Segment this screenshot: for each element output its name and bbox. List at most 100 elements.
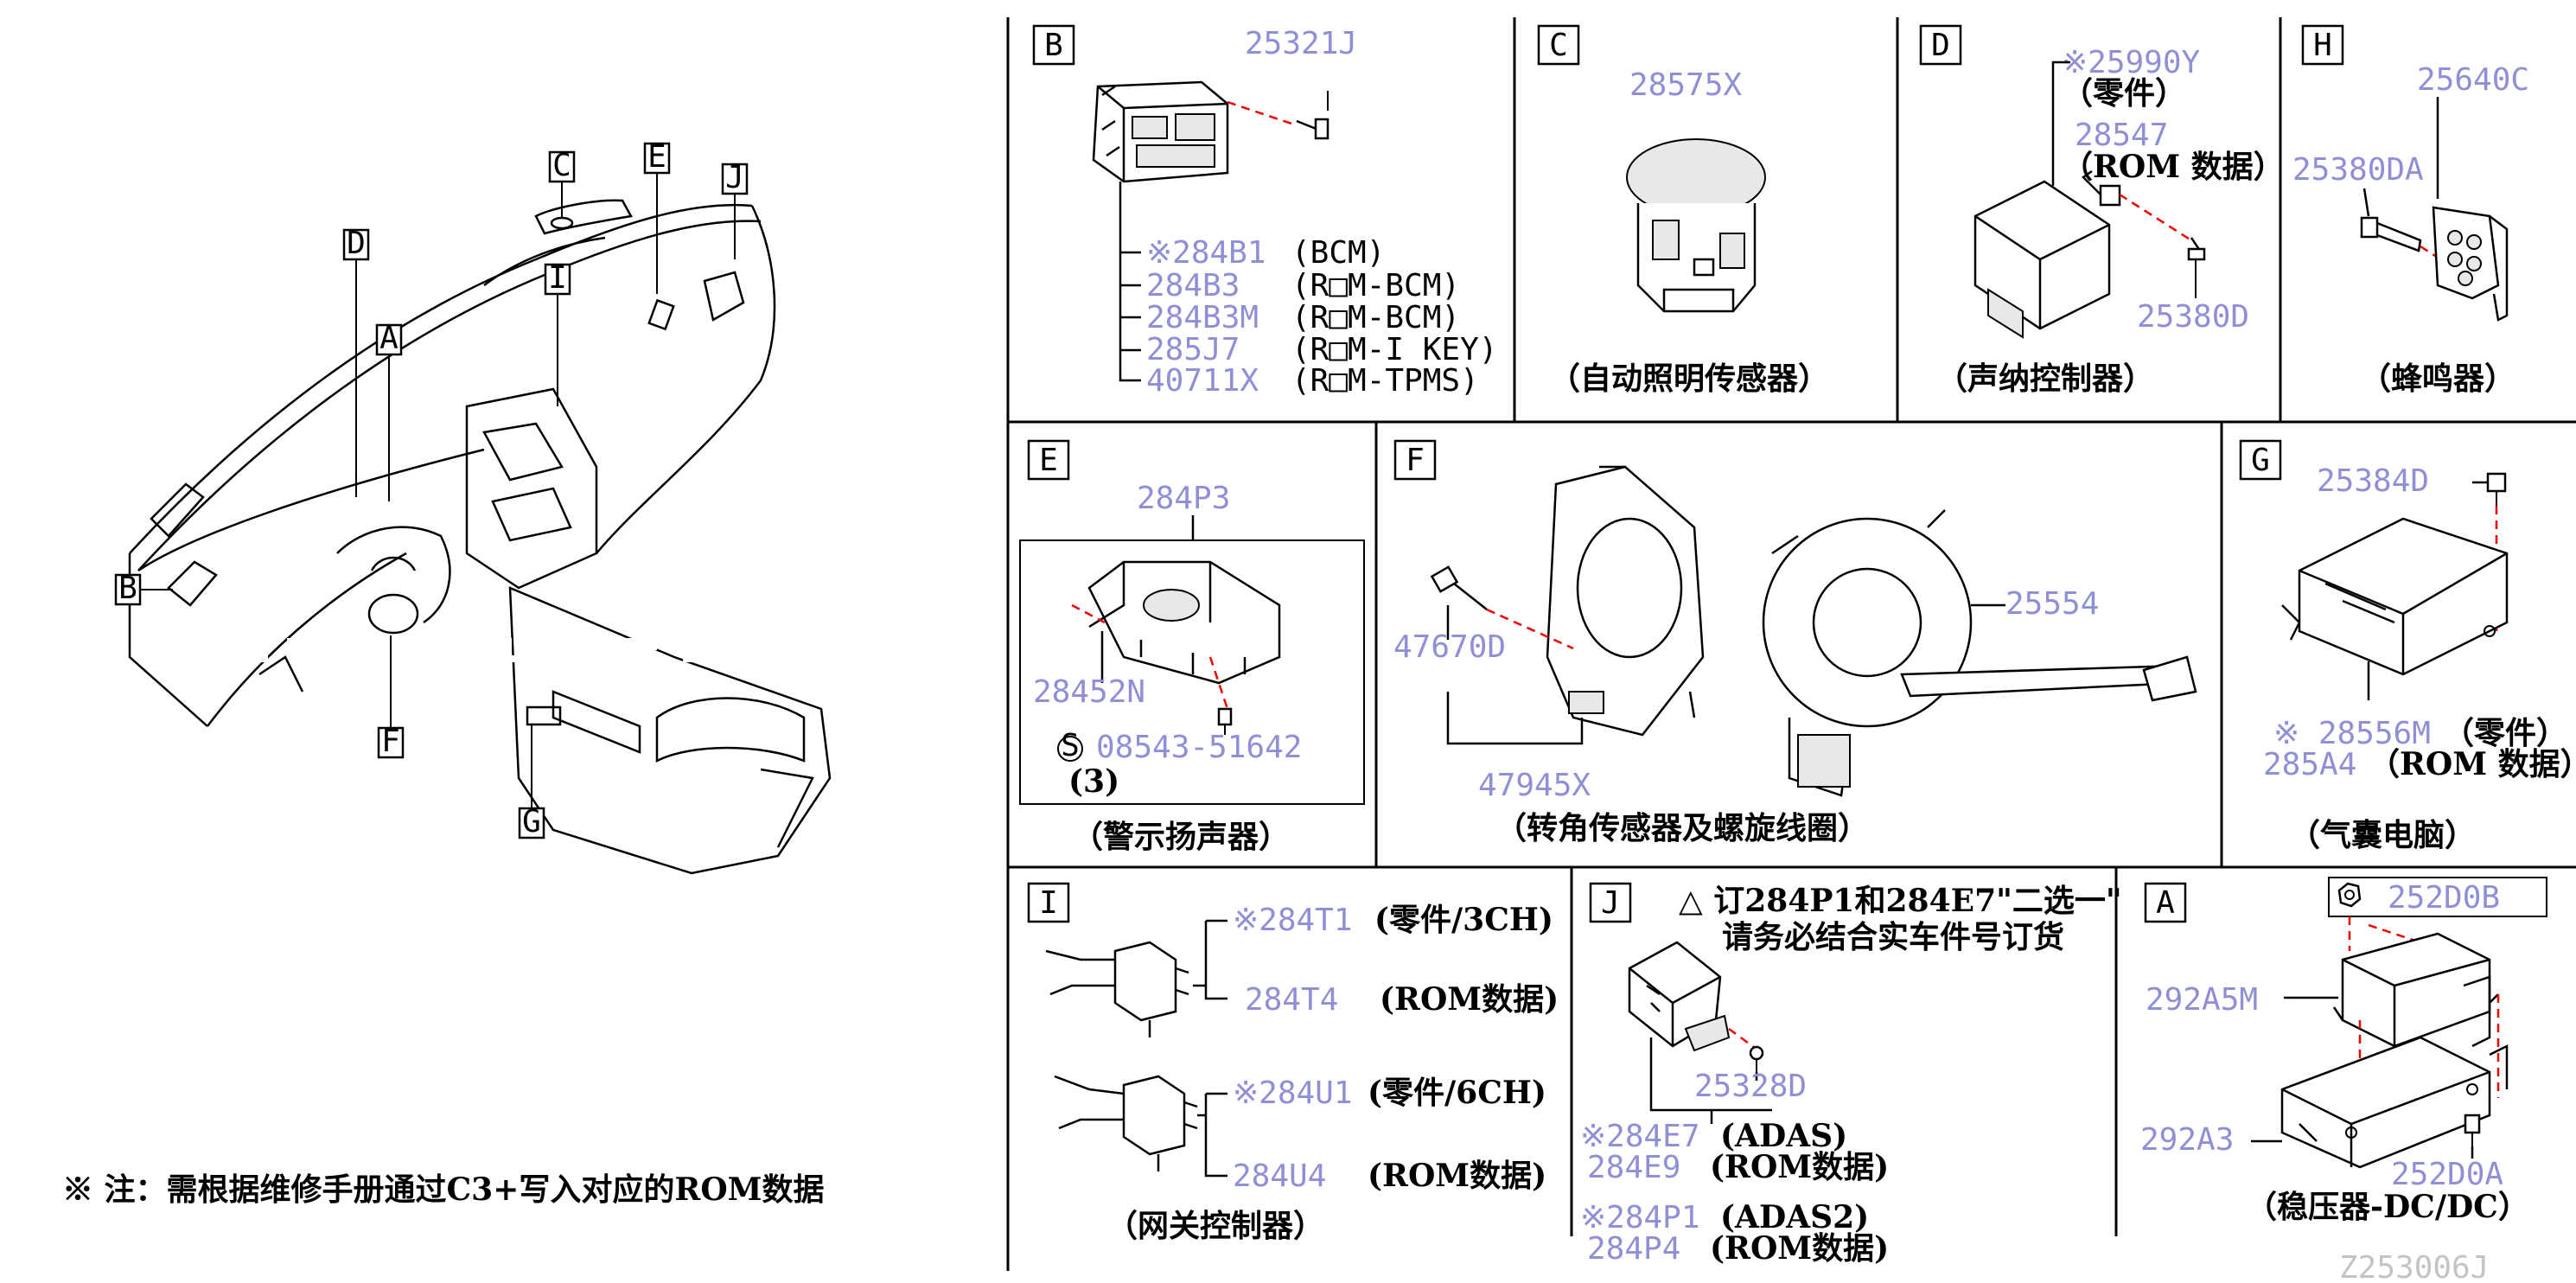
panel-i-pn2[interactable]: 284T4 (1245, 982, 1338, 1018)
nut-drawing (2337, 882, 2362, 908)
panel-b-letter: B (1044, 28, 1063, 63)
panel-i: I ※284T1 (零件/3CH) 284T4 (ROM数据) ※284U1 (… (1027, 882, 1559, 1244)
panel-c: C 28575X （自动照明传感器） (1537, 24, 1829, 397)
svg-text:(R□M-BCM): (R□M-BCM) (1291, 268, 1460, 303)
overview-label-c[interactable]: C (548, 148, 576, 218)
panel-j-pn5[interactable]: 284P4 (1587, 1231, 1680, 1267)
panel-j-desc3: (ROM数据) (1710, 1149, 1889, 1185)
panel-a-letter: A (2156, 885, 2175, 921)
panel-c-pn[interactable]: 28575X (1629, 67, 1742, 103)
svg-text:F: F (381, 724, 400, 759)
panel-b-row-0[interactable]: ※284B1 (BCM) (1146, 235, 1385, 271)
panel-i-pn1[interactable]: ※284T1 (1233, 903, 1353, 938)
svg-text:G: G (522, 804, 541, 839)
panel-e-pn2[interactable]: 28452N (1033, 674, 1145, 710)
panel-j-pn4[interactable]: ※284P1 (1580, 1200, 1700, 1235)
panel-j: J △ 订284P1和284E7"二选一" 请务必结合实车件号订货 25328D… (1580, 882, 2122, 1267)
svg-text:(BCM): (BCM) (1291, 235, 1385, 271)
panel-a-pn2[interactable]: 292A5M (2146, 982, 2258, 1018)
svg-text:E: E (647, 139, 666, 175)
panel-h: H 25640C 25380DA （蜂鸣器） (2292, 24, 2529, 397)
panel-a-pn1[interactable]: 252D0B (2388, 880, 2500, 916)
svg-text:J: J (725, 160, 744, 195)
panel-i-letter: I (1039, 885, 1058, 921)
bracket-bolt-drawing (2464, 1114, 2481, 1146)
airbag-bolt-drawing (2486, 472, 2507, 506)
panel-i-caption: （网关控制器） (1106, 1208, 1324, 1244)
panel-j-pn1[interactable]: 25328D (1694, 1069, 1807, 1104)
sensor-screw-drawing (1430, 565, 1488, 610)
adas-bolt-drawing (1749, 1045, 1764, 1072)
overview-label-b[interactable]: B (114, 571, 173, 606)
panel-b-row-3[interactable]: 285J7 (R□M-I KEY) (1146, 332, 1497, 367)
panel-j-pn3[interactable]: 284E9 (1587, 1150, 1680, 1185)
panel-j-letter: J (1601, 885, 1620, 921)
panel-h-pn1[interactable]: 25640C (2417, 62, 2529, 98)
panel-e-letter: E (1039, 443, 1058, 478)
svg-text:284B3M: 284B3M (1146, 300, 1259, 335)
panel-f-pn3[interactable]: 47670D (1393, 629, 1506, 665)
airbag-ecu-drawing (2281, 517, 2509, 676)
panel-g-pn1[interactable]: 25384D (2317, 463, 2429, 499)
spiral-cable-drawing (1762, 509, 2197, 797)
panel-h-caption: （蜂鸣器） (2360, 361, 2515, 397)
panel-f-letter: F (1406, 443, 1425, 478)
sonar-controller-drawing (1973, 169, 2121, 339)
panel-j-pn2[interactable]: ※284E7 (1580, 1119, 1700, 1154)
gateway-6ch-drawing (1054, 1075, 1198, 1171)
overview-label-d[interactable]: D (342, 226, 370, 497)
panel-f-pn2[interactable]: 47945X (1478, 768, 1591, 803)
panel-h-pn2[interactable]: 25380DA (2292, 152, 2424, 188)
panel-d-desc2: （ROM 数据） (2062, 149, 2285, 185)
overview-label-f[interactable]: F (377, 635, 405, 759)
overview-label-g[interactable]: G (518, 724, 545, 839)
overview-label-a[interactable]: A (375, 321, 403, 501)
panel-f-pn1[interactable]: 25554 (2005, 586, 2099, 622)
overview-label-e[interactable]: E (643, 139, 671, 294)
panel-a-caption: （稳压器-DC/DC） (2246, 1189, 2529, 1225)
svg-text:A: A (379, 321, 399, 356)
panel-d-pn3[interactable]: 25380D (2137, 299, 2249, 335)
speaker-screw-drawing (1217, 707, 1233, 735)
panel-f: F 47670D 25554 47945X （转角传感器及螺旋线圈） (1393, 439, 2197, 846)
panel-g-caption: （气囊电脑） (2289, 817, 2476, 853)
panel-e-pn3[interactable]: 08543-51642 (1096, 730, 1302, 765)
svg-text:285J7: 285J7 (1146, 332, 1240, 367)
bcm-module-drawing (1092, 80, 1229, 183)
panel-g-letter: G (2251, 443, 2270, 478)
light-sensor-drawing (1626, 138, 1766, 313)
overview-label-i[interactable]: I (544, 260, 571, 406)
panel-e-pn1[interactable]: 284P3 (1137, 481, 1230, 516)
panel-a-pn3[interactable]: 292A3 (2140, 1122, 2234, 1158)
panel-j-note2: 请务必结合实车件号订货 (1722, 919, 2064, 955)
bcm-bolt-drawing (1296, 91, 1329, 140)
diagram-id: Z253006J (2339, 1250, 2489, 1283)
sonar-bolt-drawing (2187, 237, 2206, 298)
panel-b-row-4[interactable]: 40711X (R□M-TPMS) (1146, 363, 1479, 399)
panel-b-row-1[interactable]: 284B3 (R□M-BCM) (1146, 268, 1460, 303)
overview-label-j[interactable]: J (721, 160, 749, 259)
panel-i-pn3[interactable]: ※284U1 (1233, 1076, 1353, 1111)
adas-module-drawing (1628, 941, 1731, 1052)
panel-j-desc4: (ADAS2) (1720, 1199, 1869, 1235)
panel-i-desc4: (ROM数据) (1368, 1158, 1546, 1194)
panel-i-pn4[interactable]: 284U4 (1233, 1159, 1326, 1194)
panel-b-pn-top[interactable]: 25321J (1245, 26, 1357, 61)
svg-text:※284B1: ※284B1 (1146, 235, 1266, 271)
panel-g-pn2[interactable]: ※ 28556M (2273, 716, 2431, 751)
buzzer-bolt-drawing (2360, 216, 2422, 252)
svg-text:S: S (1061, 728, 1080, 763)
svg-text:(R□M-TPMS): (R□M-TPMS) (1291, 363, 1479, 399)
svg-text:I: I (548, 260, 567, 296)
panel-g-pn3[interactable]: 285A4 (2263, 747, 2356, 782)
panel-b-row-2[interactable]: 284B3M (R□M-BCM) (1146, 300, 1460, 335)
panel-d-pn1[interactable]: ※25990Y (2062, 45, 2201, 80)
panel-e: E 284P3 28452N S 08543-51642 (3) （警示扬声器） (1019, 439, 1365, 855)
panel-g: G 25384D ※ 28556M （零件） 285A4 （ROM 数据） （气… (2239, 439, 2576, 853)
panel-e-qty: (3) (1068, 763, 1119, 800)
svg-text:C: C (552, 148, 571, 183)
panel-a-pn4[interactable]: 252D0A (2391, 1157, 2503, 1192)
gateway-3ch-drawing (1045, 941, 1189, 1037)
panel-d-pn2[interactable]: 28547 (2075, 118, 2168, 153)
